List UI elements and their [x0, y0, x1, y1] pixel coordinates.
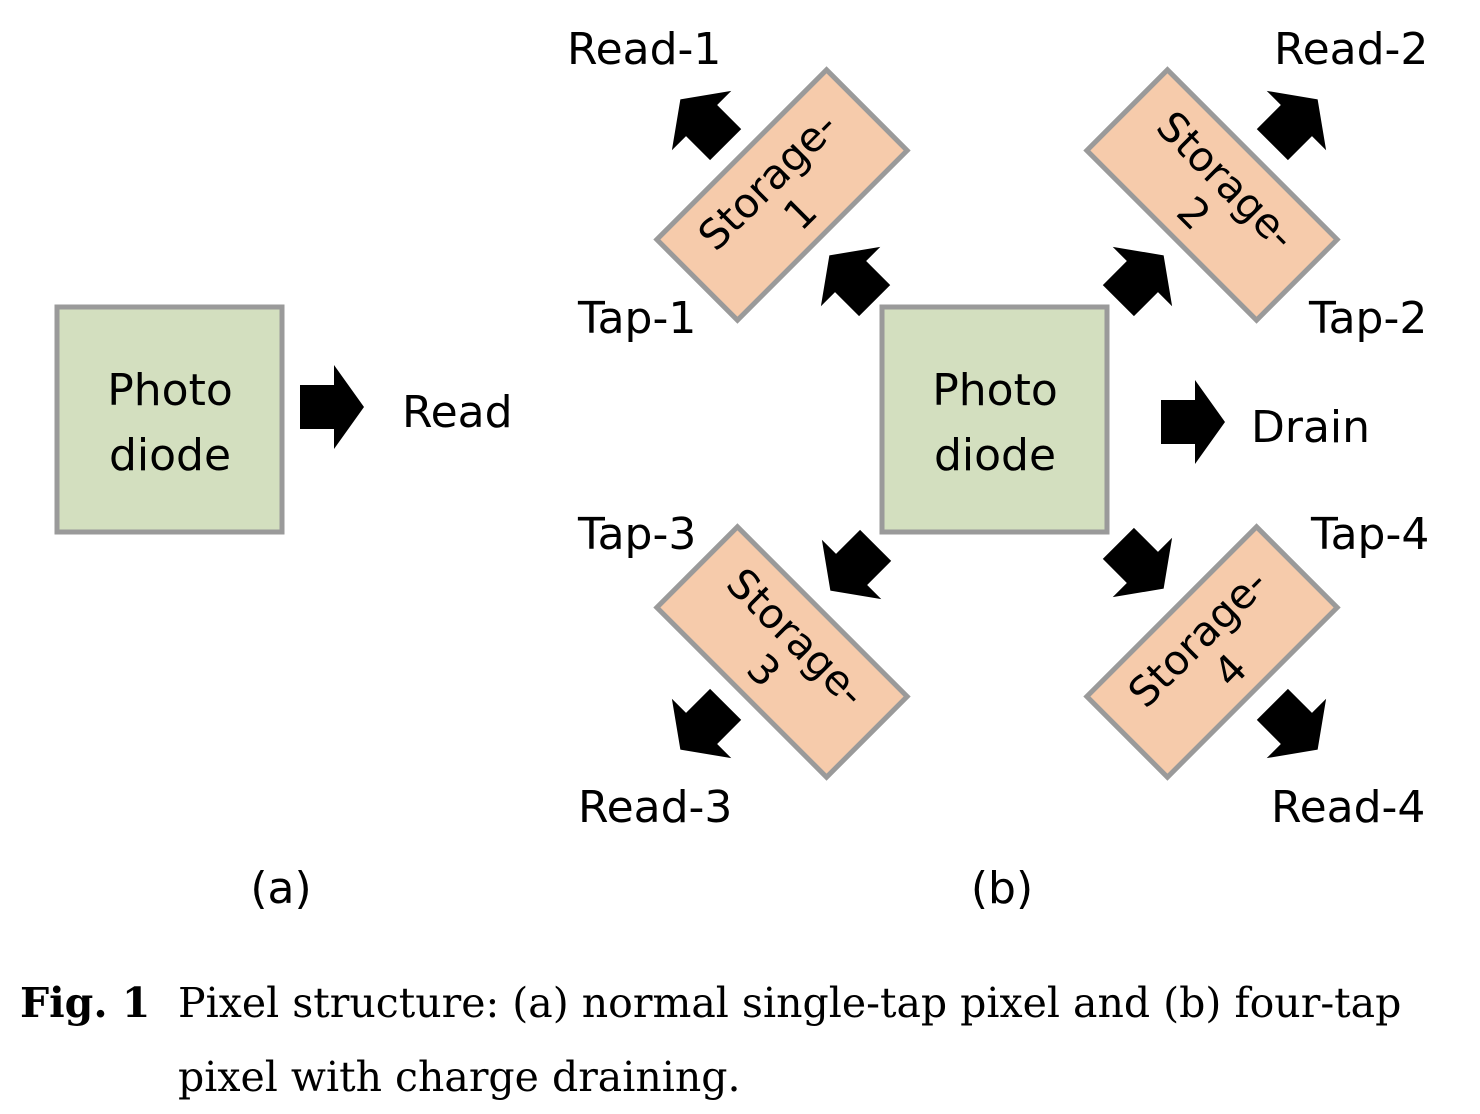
photodiode-box-a	[54, 304, 285, 535]
panel-a: Photo diode Read (a)	[54, 304, 513, 914]
caption-fig-label: Fig. 1	[20, 979, 151, 1027]
sub-label-a: (a)	[250, 863, 311, 914]
tap-1-label: Tap-1	[577, 293, 696, 344]
photodiode-b-line1: Photo	[932, 365, 1058, 416]
tap-2-label: Tap-2	[1308, 293, 1427, 344]
caption-text-1: Pixel structure: (a) normal single-tap p…	[178, 979, 1402, 1027]
photodiode-box-b	[879, 304, 1110, 535]
figure-caption: Fig. 1 Pixel structure: (a) normal single…	[20, 966, 1470, 1114]
storage-4: Storage- 4	[1083, 523, 1341, 781]
tap-4-label: Tap-4	[1310, 509, 1429, 560]
read-4-arrow-icon	[1242, 674, 1348, 780]
photodiode-a-line1: Photo	[107, 365, 233, 416]
read-3-label: Read-3	[578, 782, 732, 833]
photodiode-a-line2: diode	[109, 430, 231, 481]
sub-label-b: (b)	[971, 863, 1033, 914]
drain-arrow-icon	[1161, 380, 1225, 464]
caption-line-2: pixel with charge draining.	[178, 1053, 741, 1101]
tap-3-label: Tap-3	[577, 509, 696, 560]
read-4-label: Read-4	[1271, 782, 1425, 833]
photodiode-b-line2: diode	[934, 430, 1056, 481]
read-2-label: Read-2	[1274, 24, 1428, 75]
read-label-a: Read	[402, 387, 513, 438]
drain-label: Drain	[1251, 402, 1370, 453]
read-1-label: Read-1	[567, 24, 721, 75]
read-arrow-a-icon	[300, 365, 364, 449]
panel-b: Photo diode Drain Storage- 1 Storage- 2 …	[567, 24, 1429, 914]
caption-line-1: Fig. 1 Pixel structure: (a) normal single…	[20, 966, 1470, 1040]
